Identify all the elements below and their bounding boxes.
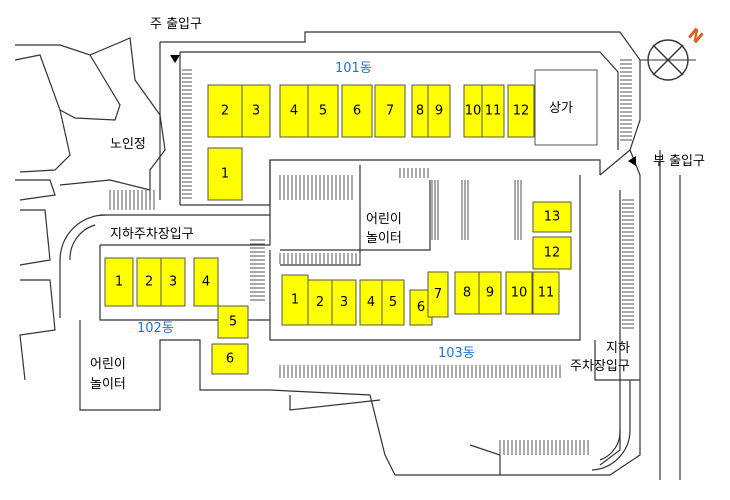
underground-parking-right-label-1: 지하 bbox=[606, 341, 630, 356]
underground-parking-right-label-2: 주차장입구 bbox=[570, 359, 630, 374]
dong-102-label: 102동 bbox=[137, 321, 174, 336]
compass-icon: N bbox=[640, 24, 707, 81]
building-101-unit-1-label: 1 bbox=[221, 167, 229, 182]
building-103-unit-7-label: 7 bbox=[434, 287, 442, 302]
building-103-unit-8[interactable] bbox=[454, 271, 480, 315]
playground-left-label-1: 어린이 bbox=[90, 357, 126, 372]
building-103-unit-2-label: 2 bbox=[316, 295, 324, 310]
building-103-unit-10-label: 10 bbox=[511, 286, 528, 301]
building-101-unit-5[interactable] bbox=[307, 84, 339, 138]
neighborhood-blocks bbox=[14, 37, 166, 381]
underground-parking-left-label: 지하주차장입구 bbox=[110, 227, 194, 242]
building-102-unit-3[interactable] bbox=[160, 257, 186, 307]
building-102-unit-3-label: 3 bbox=[169, 275, 177, 290]
building-102-unit-6-label: 6 bbox=[226, 352, 234, 367]
building-103-unit-11-label: 11 bbox=[538, 286, 555, 301]
building-101-unit-6-label: 6 bbox=[353, 104, 361, 119]
building-101-unit-10-label: 10 bbox=[465, 104, 482, 119]
building-103-unit-5[interactable] bbox=[381, 279, 405, 326]
main-entrance-label: 주 출입구 bbox=[150, 17, 202, 32]
dong-101-label: 101동 bbox=[335, 61, 372, 76]
building-103-unit-5-label: 5 bbox=[389, 295, 397, 310]
senior-center-label: 노인정 bbox=[110, 137, 146, 152]
main-entrance-arrow-icon bbox=[170, 55, 180, 63]
playground-left-label-2: 놀이터 bbox=[90, 377, 126, 392]
building-103-unit-1-label: 1 bbox=[291, 293, 299, 308]
building-101-unit-12[interactable] bbox=[507, 84, 535, 138]
building-102-unit-5[interactable] bbox=[217, 305, 249, 339]
building-103-unit-6-label: 6 bbox=[417, 300, 425, 315]
building-101-unit-3-label: 3 bbox=[252, 104, 260, 119]
parking-stalls bbox=[109, 59, 634, 455]
building-101-unit-2[interactable] bbox=[207, 84, 243, 138]
commercial-building[interactable] bbox=[534, 69, 598, 146]
building-102-unit-2-label: 2 bbox=[145, 275, 153, 290]
building-102-unit-1-label: 1 bbox=[115, 275, 123, 290]
ramp-right bbox=[591, 380, 631, 471]
building-101-unit-8-label: 8 bbox=[416, 104, 424, 119]
compass-north-letter: N bbox=[684, 24, 706, 47]
building-101-unit-2-label: 2 bbox=[221, 104, 229, 119]
building-103-unit-13[interactable] bbox=[532, 201, 572, 233]
building-103-unit-12-label: 12 bbox=[544, 246, 561, 261]
commercial-label: 상가 bbox=[549, 101, 573, 116]
building-103-unit-12[interactable] bbox=[532, 236, 572, 270]
building-101-unit-12-label: 12 bbox=[513, 104, 530, 119]
playground-center-label-1: 어린이 bbox=[366, 212, 402, 227]
building-101-unit-1[interactable] bbox=[207, 147, 243, 201]
building-101-unit-9[interactable] bbox=[427, 84, 451, 138]
sub-entrance-label: 부 출입구 bbox=[653, 154, 705, 169]
building-101-unit-11-label: 11 bbox=[485, 104, 502, 119]
building-101-unit-7[interactable] bbox=[374, 84, 406, 138]
building-101-unit-5-label: 5 bbox=[319, 104, 327, 119]
dong-102-buildings: 1 2 3 4 5 6 bbox=[104, 257, 249, 375]
building-101-unit-3[interactable] bbox=[241, 84, 271, 138]
building-101-unit-4[interactable] bbox=[279, 84, 309, 138]
building-103-unit-4-label: 4 bbox=[367, 295, 375, 310]
building-101-unit-4-label: 4 bbox=[290, 104, 298, 119]
site-outline bbox=[79, 31, 641, 476]
building-102-unit-6[interactable] bbox=[211, 343, 249, 375]
building-101-unit-9-label: 9 bbox=[435, 104, 443, 119]
building-103-unit-9[interactable] bbox=[478, 271, 502, 315]
sub-entrance-arrow-icon bbox=[628, 156, 636, 166]
building-101-unit-7-label: 7 bbox=[386, 104, 394, 119]
building-103-unit-1[interactable] bbox=[281, 274, 309, 326]
building-103-unit-3-label: 3 bbox=[340, 295, 348, 310]
building-103-unit-10[interactable] bbox=[505, 271, 533, 315]
ramp-left bbox=[59, 214, 106, 318]
building-103-unit-13-label: 13 bbox=[544, 210, 561, 225]
building-103-unit-7[interactable] bbox=[427, 271, 449, 318]
building-101-unit-6[interactable] bbox=[341, 84, 373, 138]
building-102-unit-5-label: 5 bbox=[229, 315, 237, 330]
building-103-unit-9-label: 9 bbox=[486, 286, 494, 301]
building-103-unit-8-label: 8 bbox=[463, 286, 471, 301]
playground-center-label-2: 놀이터 bbox=[366, 231, 402, 246]
building-102-unit-4-label: 4 bbox=[202, 275, 210, 290]
building-103-unit-11[interactable] bbox=[532, 271, 560, 315]
building-103-unit-3[interactable] bbox=[331, 279, 357, 326]
building-102-unit-2[interactable] bbox=[136, 257, 162, 307]
building-102-unit-1[interactable] bbox=[104, 257, 134, 307]
building-102-unit-4[interactable] bbox=[193, 257, 219, 307]
dong-103-label: 103동 bbox=[438, 346, 475, 361]
building-101-unit-11[interactable] bbox=[481, 84, 505, 138]
